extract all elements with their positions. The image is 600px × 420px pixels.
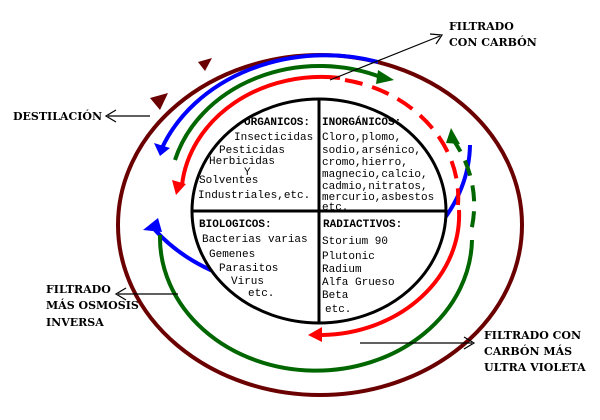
radiactivos-title: RADIACTIVOS: — [323, 219, 402, 231]
destilacion-arrowhead-top — [198, 58, 212, 71]
inorganicos-title: INORGÁNICOS: — [322, 115, 401, 129]
green-arc-top — [173, 64, 384, 161]
inorganicos-line-2: sodio,arsénico, — [322, 145, 421, 157]
blue-arrowhead-left — [143, 218, 162, 232]
biologicos-line-3: Parasitos — [219, 263, 278, 275]
inorganicos-line-7: etc. — [322, 202, 348, 214]
callout-ultravioleta-line-3: ULTRA VIOLETA — [484, 361, 586, 374]
organicos-line-1: Insecticidas — [234, 132, 313, 144]
organicos-title: ORGANICOS: — [244, 117, 310, 129]
green-arc-dashes — [450, 136, 477, 236]
inorganicos-line-4: magnecio,calcio, — [322, 169, 428, 181]
inorganicos-line-5: cadmio,nitratos, — [322, 181, 428, 193]
callout-filtrado-carbon-line-1: FILTRADO — [449, 20, 514, 33]
inorganicos-line-6: mercurio,asbestos — [322, 192, 434, 204]
callout-osmosis-line-1: FILTRADO — [46, 283, 111, 296]
red-arc-right — [321, 209, 462, 337]
callout-destilacion: DESTILACIÓN — [13, 109, 102, 123]
biologicos-title: BIOLOGICOS: — [199, 219, 272, 231]
leader-filtrado-carbon-arrow — [429, 33, 444, 45]
biologicos-line-4: Virus — [231, 276, 264, 288]
organicos-line-6: Industriales,etc. — [198, 190, 310, 202]
callout-filtrado-carbon-line-2: CON CARBÓN — [449, 35, 537, 49]
biologicos-line-1: Bacterias varias — [202, 234, 308, 246]
organicos-line-3: Herbicidas — [209, 156, 275, 168]
biologicos-line-2: Gemenes — [209, 249, 255, 261]
radiactivos-line-6: etc. — [325, 304, 351, 316]
organicos-line-2: Pesticidas — [219, 145, 285, 157]
leader-destilacion-arrow — [104, 109, 117, 123]
radiactivos-line-5: Beta — [322, 290, 349, 302]
leader-ultravioleta-arrow — [463, 336, 476, 350]
callout-osmosis-line-2: MÁS OSMOSIS — [46, 298, 139, 312]
red-arrowhead-bottom — [308, 327, 322, 342]
blue-arrowhead-top — [154, 143, 170, 156]
red-arc-top — [180, 74, 341, 186]
inorganicos-line-3: cromo,hierro, — [322, 157, 408, 169]
blue-arc-top — [160, 53, 379, 149]
red-arc-dashes — [344, 78, 461, 206]
radiactivos-line-3: Radium — [322, 264, 362, 276]
red-arrowhead-left — [172, 180, 186, 195]
callout-osmosis-line-3: INVERSA — [46, 316, 104, 329]
leader-filtrado-carbon — [329, 35, 441, 81]
inorganicos-line-1: Cloro,plomo, — [322, 132, 401, 144]
leader-osmosis-arrow — [114, 287, 127, 301]
green-arrowhead-right — [446, 128, 460, 144]
callout-ultravioleta-line-2: CARBÓN MÁS — [484, 344, 572, 358]
biologicos-line-5: etc. — [248, 288, 274, 300]
radiactivos-line-1: Storium 90 — [322, 236, 388, 248]
destilacion-arrowhead-left — [150, 93, 168, 110]
organicos-line-5: Solventes — [199, 175, 258, 187]
radiactivos-line-2: Plutonic — [322, 251, 375, 263]
green-arc-bottom — [157, 234, 474, 373]
radiactivos-line-4: Alfa Grueso — [322, 277, 395, 289]
callout-ultravioleta-line-1: FILTRADO CON — [484, 329, 581, 342]
green-arrowhead-top — [376, 70, 394, 84]
organicos-line-4: Y — [244, 167, 251, 179]
